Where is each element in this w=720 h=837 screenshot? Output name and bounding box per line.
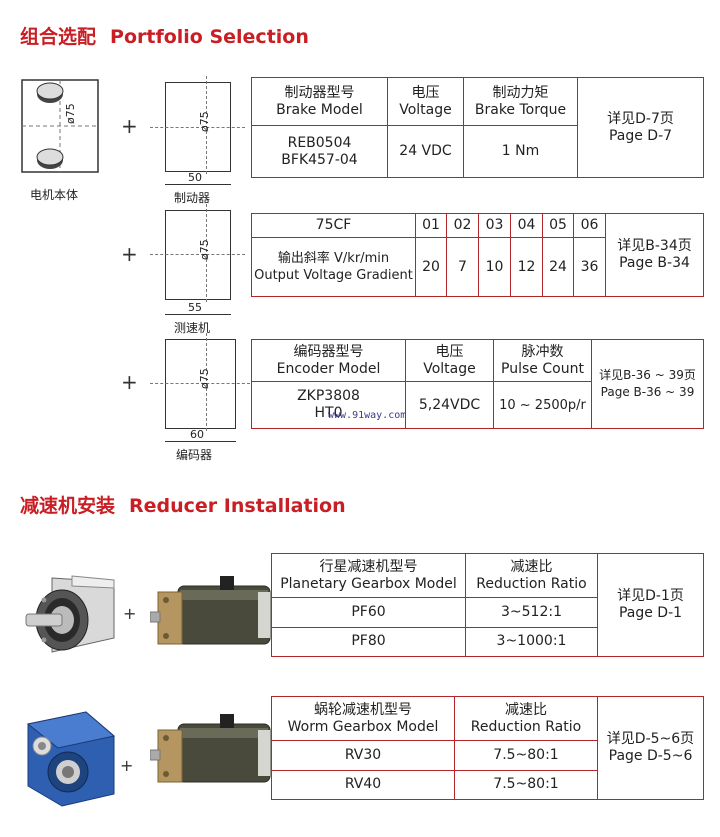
planetary-model-cell: PF60: [271, 597, 466, 628]
gradient-cell: 20: [415, 237, 447, 297]
brake-length-line: [165, 184, 231, 185]
tachometer-label: 测速机: [174, 321, 211, 335]
code-cell: 05: [542, 213, 574, 238]
gradient-cell: 24: [542, 237, 574, 297]
code-cell: 06: [573, 213, 606, 238]
encoder-diameter-dim: ø75: [198, 368, 211, 389]
code-cell: 03: [478, 213, 511, 238]
brake-diameter-dim: ø75: [198, 111, 211, 132]
code-cell: 02: [446, 213, 479, 238]
table-row: PF60 3~512:1: [271, 597, 704, 628]
brake-axis-line: [206, 76, 207, 174]
brake-voltage-cell: 24 VDC: [387, 125, 464, 178]
motor-diameter-dim: ø75: [64, 103, 77, 124]
encoder-axis-line: [206, 333, 207, 431]
tachometer-length-line: [165, 314, 231, 315]
planetary-ratio-cell: 3~512:1: [465, 597, 598, 628]
brake-torque-cell: 1 Nm: [463, 125, 578, 178]
encoder-label: 编码器: [176, 448, 213, 462]
dc-motor-image: [149, 706, 272, 798]
encoder-pulse-cell: 10 ~ 2500p/r: [493, 381, 592, 429]
gradient-cell: 12: [510, 237, 543, 297]
tachometer-length-dim: 55: [188, 301, 202, 314]
plus-sign: +: [121, 114, 138, 138]
motor-body-label: 电机本体: [30, 188, 79, 202]
gradient-cell: 10: [478, 237, 511, 297]
tachometer-drawing: [165, 210, 231, 300]
encoder-length-line: [165, 441, 236, 442]
plus-sign: +: [121, 242, 138, 266]
brake-centerline: [150, 127, 245, 128]
table-row: PF80 3~1000:1: [271, 626, 704, 657]
worm-model-cell: RV40: [271, 769, 455, 800]
tachometer-axis-line: [206, 204, 207, 302]
table-row: RV40 7.5~80:1: [271, 769, 704, 800]
dc-motor-image: [149, 568, 272, 660]
planetary-ratio-cell: 3~1000:1: [465, 626, 598, 657]
code-cell: 01: [415, 213, 447, 238]
planetary-gearbox-image: [22, 568, 118, 664]
encoder-length-dim: 60: [190, 428, 204, 441]
worm-ratio-cell: 7.5~80:1: [454, 769, 598, 800]
tachometer-model-cell: 75CF: [251, 213, 416, 238]
motor-body-drawing: [20, 78, 100, 174]
tachometer-diameter-dim: ø75: [198, 239, 211, 260]
plus-sign: +: [121, 370, 138, 394]
encoder-centerline: [150, 383, 250, 384]
worm-ratio-cell: 7.5~80:1: [454, 740, 598, 771]
worm-model-cell: RV30: [271, 740, 455, 771]
planetary-model-cell: PF80: [271, 626, 466, 657]
gradient-cell: 7: [446, 237, 479, 297]
tachometer-centerline: [150, 254, 245, 255]
gradient-cell: 36: [573, 237, 606, 297]
brake-label: 制动器: [174, 191, 211, 205]
worm-gearbox-image: [22, 706, 118, 810]
watermark-text: www.91way.com: [328, 410, 407, 421]
plus-sign: +: [123, 604, 137, 623]
brake-length-dim: 50: [188, 171, 202, 184]
encoder-voltage-cell: 5,24VDC: [405, 381, 494, 429]
code-cell: 04: [510, 213, 543, 238]
plus-sign: +: [120, 756, 134, 775]
encoder-drawing: [165, 339, 236, 429]
